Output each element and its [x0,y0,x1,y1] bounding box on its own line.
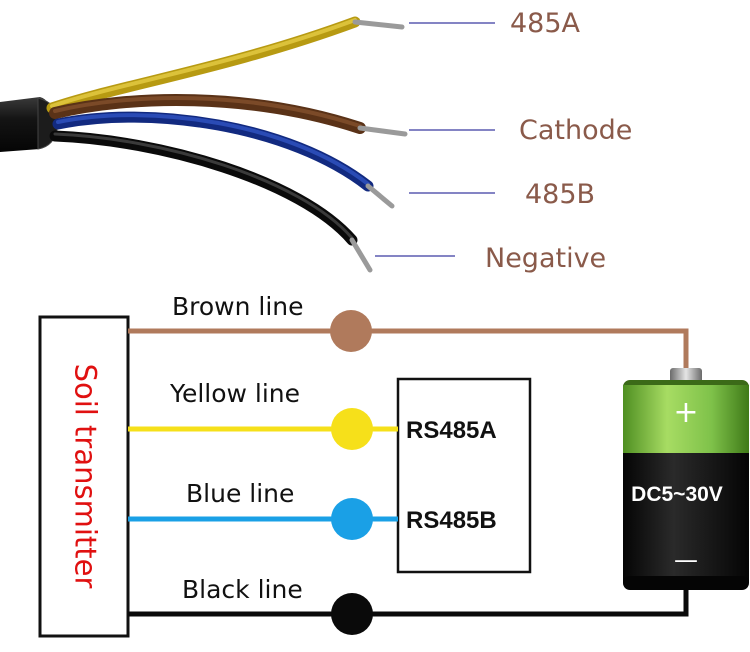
blue-wire-photo [52,111,374,192]
label-negative: Negative [485,243,607,274]
cable-photo [0,16,495,273]
yellow-line-label: Yellow line [170,379,301,408]
battery-plus-sign: + [673,395,699,430]
rs485b-label: RS485B [406,507,497,534]
yellow-wire-highlight [50,18,357,108]
brown-wire-line [128,328,689,378]
brown-line-label: Brown line [172,292,304,321]
rs485-module-box [396,377,532,574]
yellow-wire-dot [331,408,373,450]
black-line-label: Black line [182,575,303,604]
rs485a-label: RS485A [406,417,497,444]
blue-line-label: Blue line [186,479,295,508]
label-cathode: Cathode [519,115,633,146]
black-wire-line [128,590,689,617]
black-wire-tip [349,237,373,273]
blue-wire-highlight [56,113,370,186]
battery-minus-sign: — [674,546,698,574]
black-wire-highlight [53,132,354,240]
black-wire-photo [49,130,358,246]
battery-black-body [623,453,749,583]
brown-wire-dot [330,310,372,352]
battery-bottom [623,576,749,590]
battery [623,368,749,590]
soil-transmitter-box [38,315,130,638]
soil-transmitter-title-text: Soil transmitter [68,363,103,589]
yellow-wire-tip [352,19,405,30]
brown-wire-tip [357,125,408,137]
label-485b: 485B [525,179,596,210]
battery-voltage-label: DC5~30V [631,483,723,506]
blue-wire-tip [365,183,395,209]
schematic [38,310,749,638]
blue-wire-dot [331,498,373,540]
battery-green-body [623,385,749,453]
label-485a: 485A [510,8,581,39]
black-wire-dot [331,593,373,635]
brown-wire-highlight [53,95,362,128]
